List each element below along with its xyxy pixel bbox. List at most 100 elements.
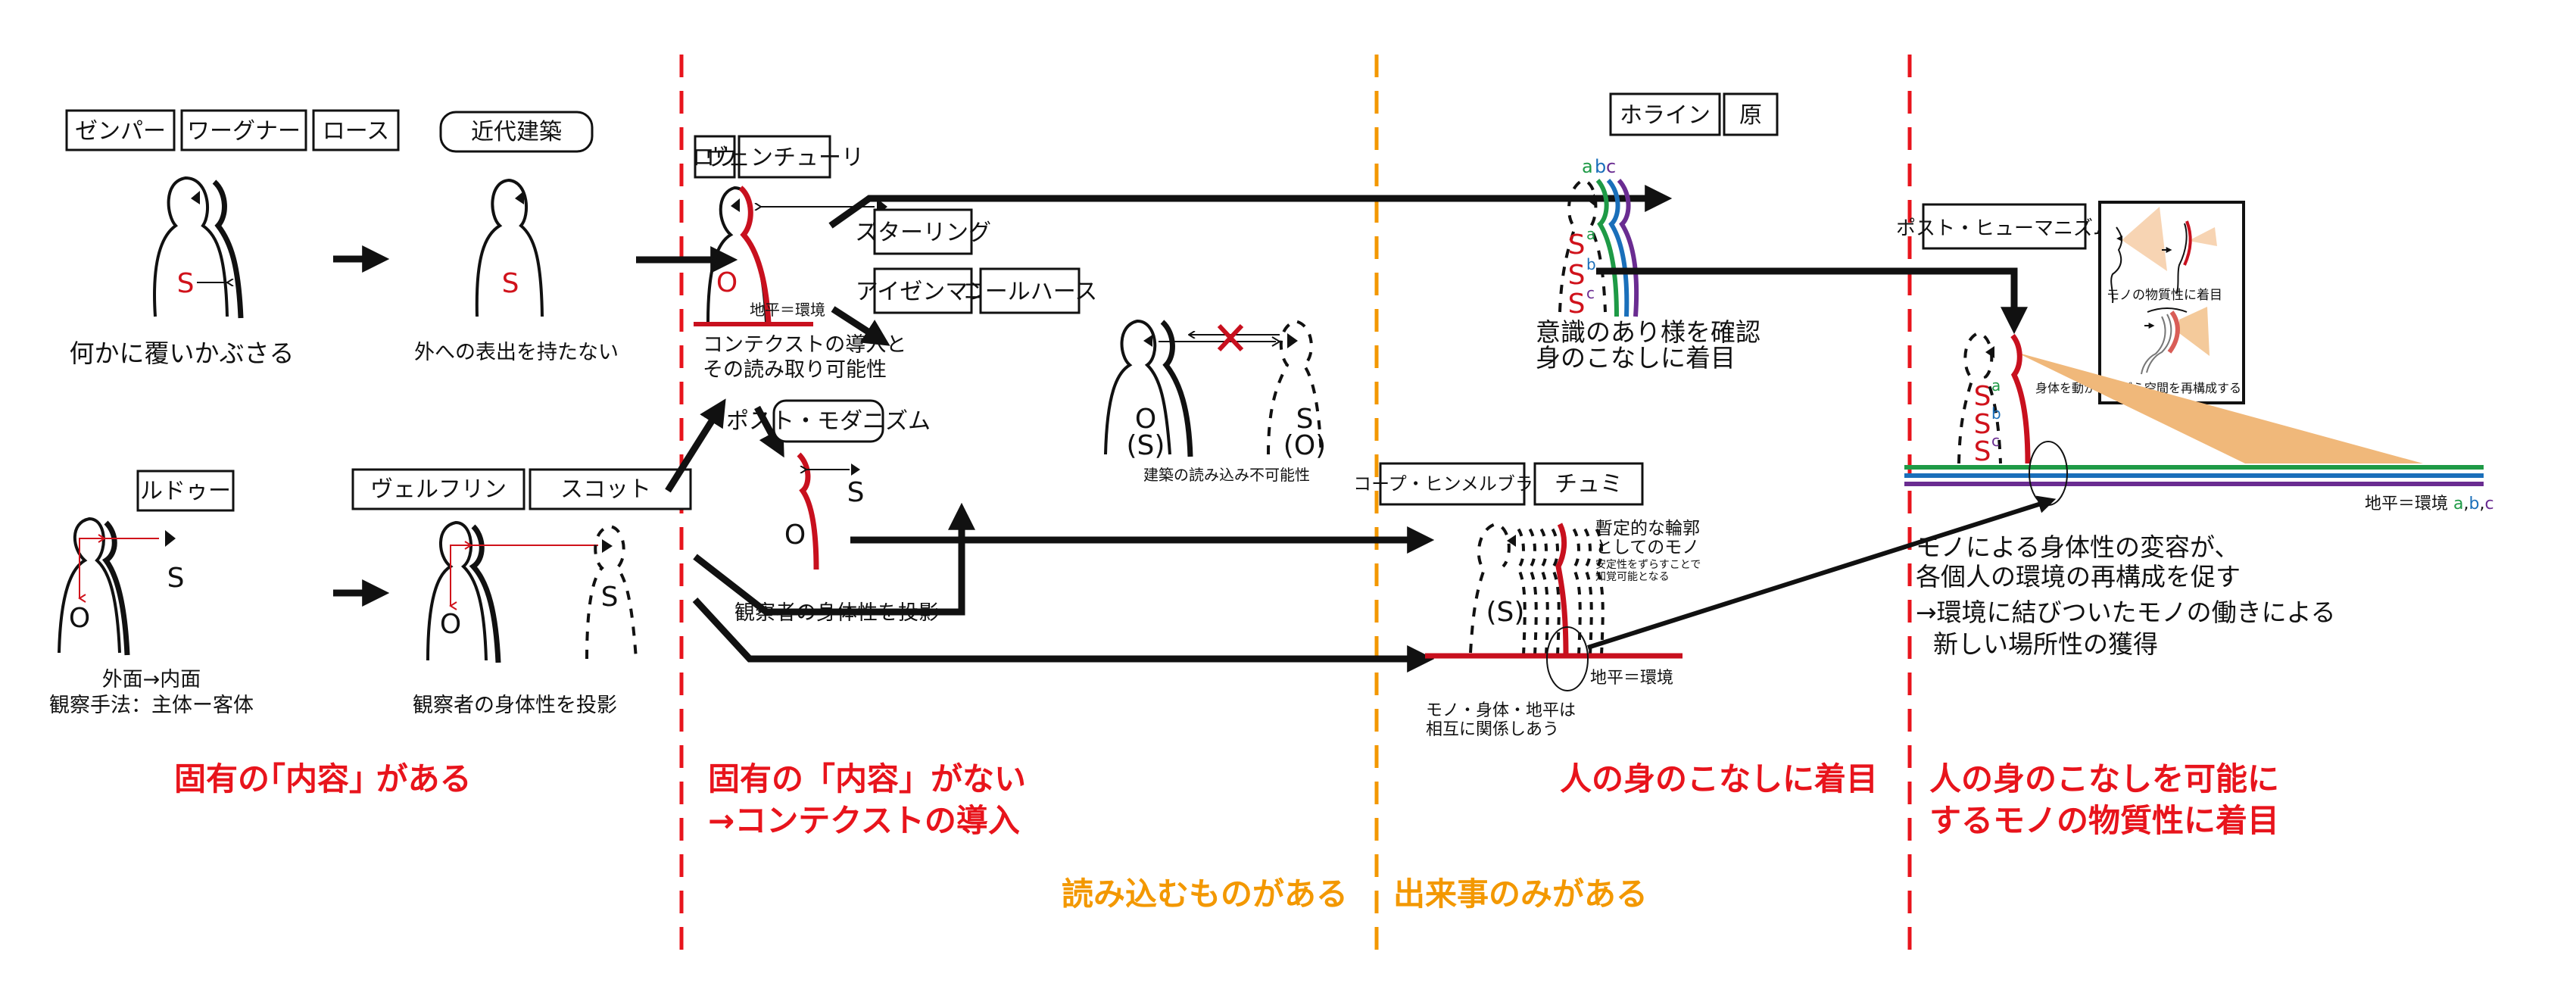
label-box [1379, 462, 1526, 506]
caption-ledoux-1: 外面→内面 [102, 668, 201, 691]
arrow-coop-to-horizon [1587, 495, 2057, 650]
label-box-rounded [772, 399, 884, 443]
sup-b: b [1991, 404, 2001, 423]
caption-hollein-2: 身のこなしに着目 [1536, 343, 1736, 373]
label-eisenman: アイゼンマン [856, 279, 991, 305]
inset-caption-1: モノの物質性に着目 [2107, 288, 2222, 303]
label-box [529, 468, 692, 510]
object-label: O [784, 520, 806, 551]
label-modern-architecture: 近代建築 [471, 119, 562, 145]
label-posthumanism: ポスト・ヒューマニズム [1896, 217, 2113, 240]
arrow-to-posthumanism [1596, 267, 2028, 335]
caption-venturi-2: その読み取り可能性 [703, 358, 887, 382]
label-box [1922, 203, 2087, 250]
figure-ledoux: S O [58, 516, 185, 656]
arrow-to-horizon [692, 597, 1435, 673]
label-box [351, 468, 525, 510]
object-label: O [716, 267, 738, 298]
horizon-label: 地平＝環境 [1590, 669, 1673, 688]
horizon-abc: a,b,c [2453, 495, 2494, 513]
label-box-rounded [439, 111, 594, 153]
subject-label: S [167, 563, 185, 594]
figure-covered: S [153, 176, 244, 319]
label-hara: 原 [1739, 102, 1762, 129]
sup-a: a [1991, 376, 2001, 395]
label-box [65, 109, 176, 151]
subject-label: S [847, 477, 865, 508]
arrow-to-postmodern [754, 405, 784, 458]
arrow-to-eisenman-up [693, 502, 975, 616]
label-rowe: ロウ [692, 145, 738, 171]
label-wolfflin: ヴェルフリン [370, 476, 507, 503]
coop-note-1: 暫定的な輪郭 [1595, 519, 1700, 538]
section-4-heading-1: 人の身のこなしを可能に [1929, 760, 2279, 797]
caption-posthumanism-2: 各個人の環境の再構成を促す [1916, 562, 2241, 591]
section-2: ロウ ヴェンチューリ S O 地平＝環境 コンテクストの導入と その読み取り可能… [665, 135, 1673, 913]
subject-object-label: (O) [1283, 430, 1326, 461]
subject-c: S [1974, 436, 1991, 467]
subject-b: S [1568, 260, 1586, 291]
object-label: O [440, 609, 461, 640]
section-2-heading-1: 固有の「内容」がない [708, 760, 1026, 797]
label-wagner: ワーグナー [187, 118, 301, 145]
arrow-to-hollein [828, 185, 1673, 229]
label-box [312, 109, 400, 151]
section-4-heading-2: するモノの物質性に着目 [1929, 802, 2279, 839]
object-subject-label: (S) [1127, 430, 1165, 461]
label-box [873, 267, 973, 314]
label-box [1723, 92, 1779, 136]
sup-b: b [1586, 255, 1596, 273]
arrow-scott-to-venturi [665, 398, 726, 493]
coop-note-3: 安定性をずらすことで [1595, 559, 1701, 571]
subject-c: S [1568, 289, 1586, 320]
label-box [694, 135, 736, 179]
section-3-subheading: 出来事のみがある [1393, 875, 1648, 913]
sup-c: c [1991, 432, 2000, 450]
caption-hollein-1: 意識のあり様を確認 [1536, 317, 1760, 347]
subject-b: S [1974, 409, 1991, 440]
section-1-heading: 固有の｢内容｣ がある [174, 760, 472, 797]
figure-modern: S [475, 178, 544, 317]
sup-c: c [1586, 284, 1595, 302]
label-ledoux: ルドゥー [140, 478, 231, 504]
caption-wolfflin: 観察者の身体性を投影 [413, 694, 617, 717]
sup-a: a [1586, 225, 1595, 243]
label-koolhaas: コールハース [962, 279, 1098, 305]
label-stirling: スターリング [855, 220, 991, 246]
caption-modern: 外への表出を持たない [414, 341, 619, 364]
section-2-heading-2: →コンテクストの導入 [708, 802, 1020, 839]
subject-a: S [1568, 229, 1586, 261]
label-loos: ロース [323, 118, 390, 145]
subject-a: S [1974, 381, 1991, 412]
section-3-heading: 人の身のこなしに着目 [1560, 760, 1878, 797]
subject-label: S [1296, 404, 1314, 435]
paren-subject-label: (S) [1486, 597, 1525, 628]
arrow-to-eisenman [831, 306, 890, 346]
label-b: b [1595, 156, 1606, 177]
subject-label: S [502, 268, 519, 299]
label-postmodernism: ポスト・モダニズム [726, 408, 931, 435]
figure-postmodern: S O [784, 452, 865, 570]
label-scott: スコット [560, 476, 651, 503]
caption-posthumanism-1: モノによる身体性の変容が、 [1916, 532, 2239, 562]
caption-ledoux-2: 観察手法：主体ー客体 [49, 694, 254, 717]
label-a: a [1582, 156, 1593, 177]
caption-covered: 何かに覆いかぶさる [70, 339, 295, 368]
label-box [180, 109, 307, 151]
section-1: ゼンパー ワーグナー ロース 近代建築 S 何かに覆いかぶさる S 外への表出を… [49, 109, 738, 797]
horizon-label: 地平＝環境 [750, 301, 825, 319]
label-c: c [1606, 156, 1616, 177]
label-box [738, 135, 831, 179]
horizon-label: 地平＝環境 [2365, 495, 2448, 513]
figure-venturi: S O 地平＝環境 [694, 186, 888, 326]
figure-wolfflin: O S [426, 520, 638, 663]
label-box [1533, 462, 1644, 506]
figure-hollein: a b c S a S b S c [1558, 156, 1639, 320]
figure-eisenman: O (S) S (O) [1104, 319, 1326, 461]
label-hollein: ホライン [1620, 102, 1711, 129]
figure-posthumanism: S a S b S c [1904, 331, 2484, 506]
label-coop-himmelblau: コープ・ヒンメルブラウ [1353, 473, 1552, 495]
coop-note-2: としてのモノ [1595, 538, 1699, 557]
caption-coop-2: 相互に関係しあう [1426, 720, 1559, 739]
label-tschumi: チュミ [1555, 471, 1623, 498]
